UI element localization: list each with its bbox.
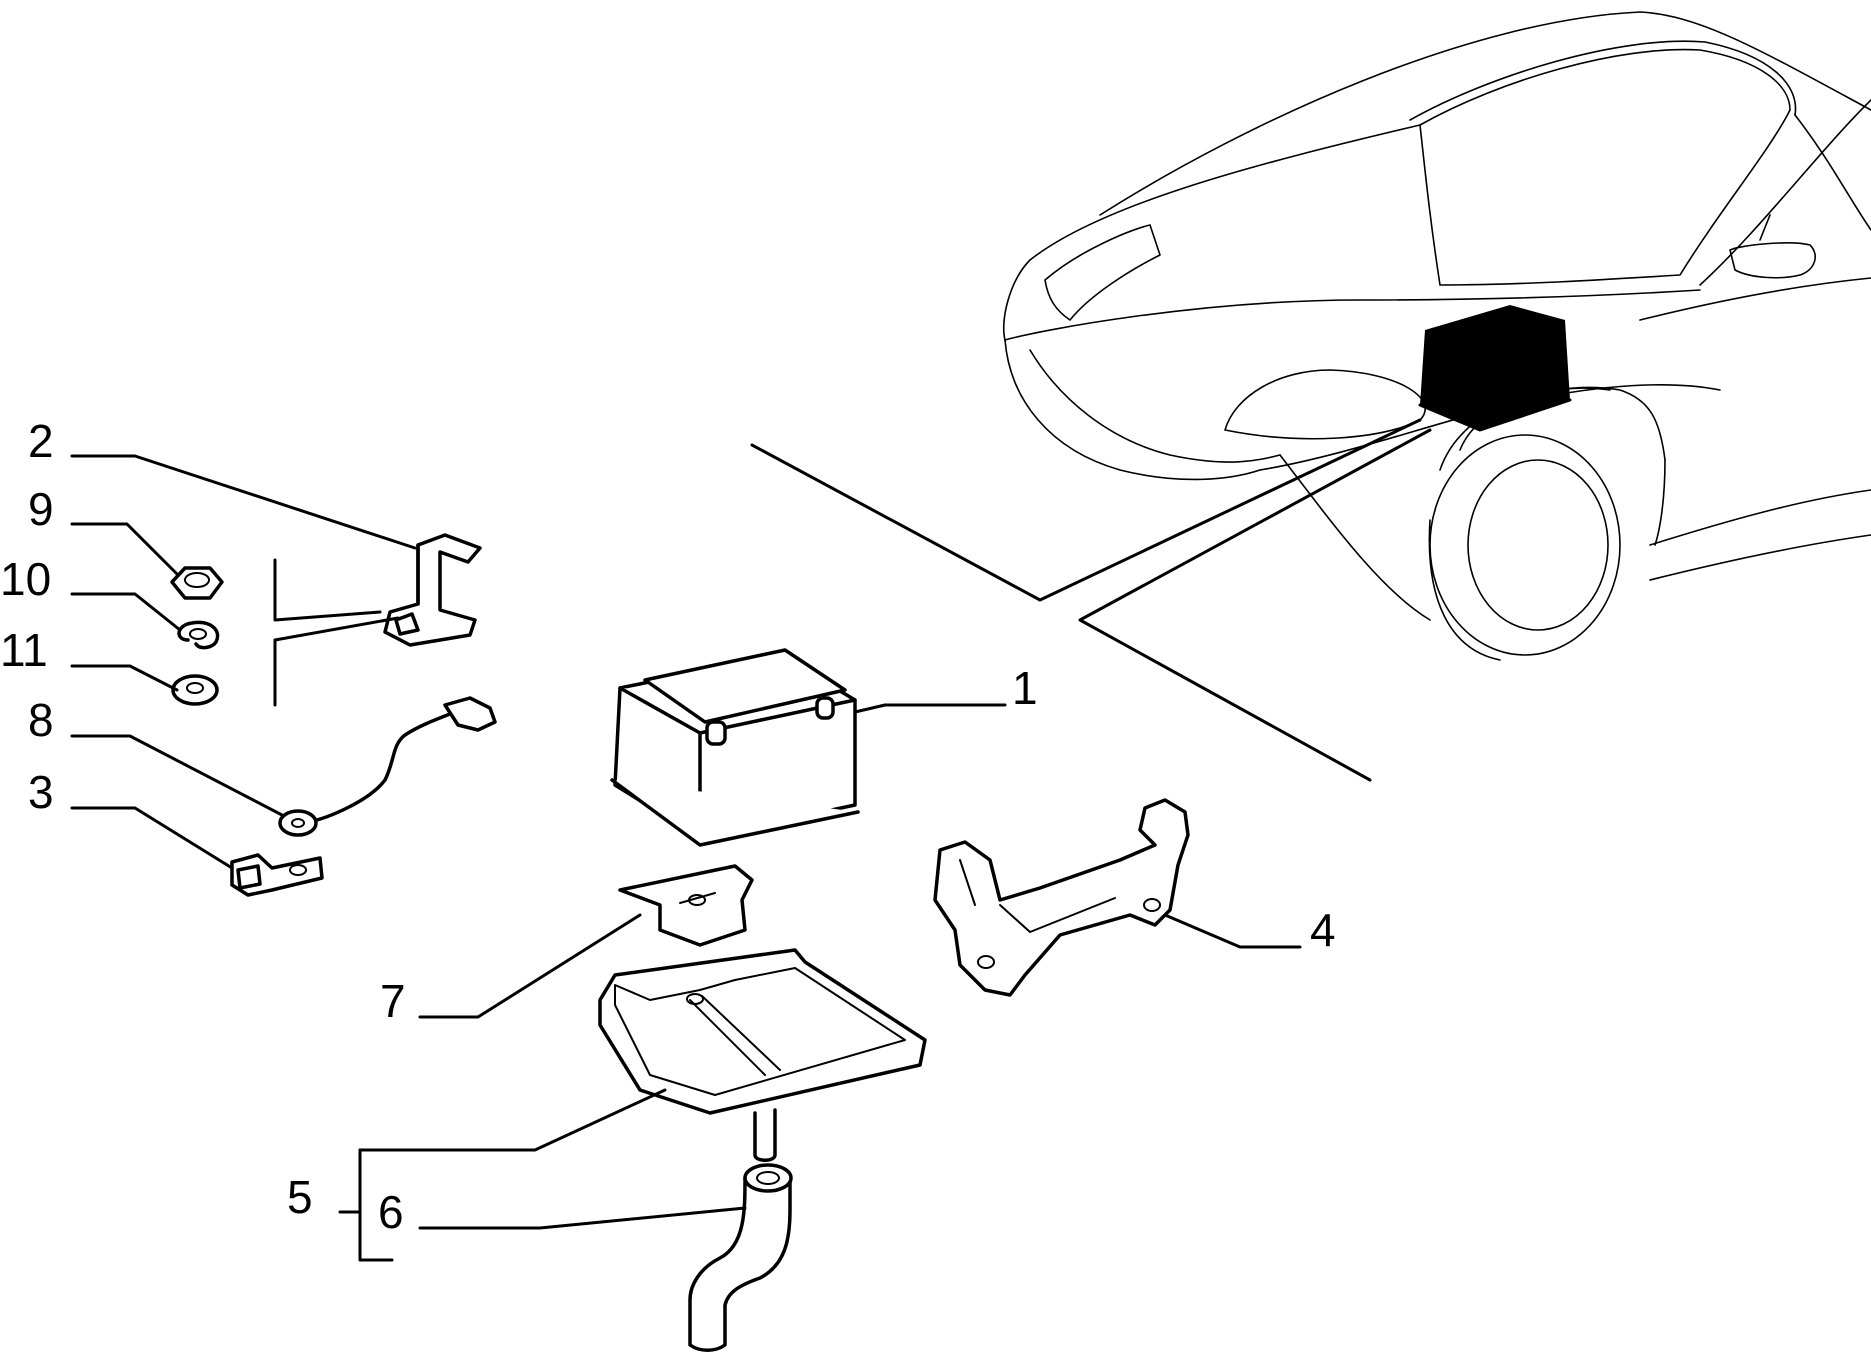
callout-1: 1	[1012, 662, 1038, 714]
flat-washer	[171, 674, 219, 706]
ground-cable	[278, 696, 497, 837]
callout-8: 8	[28, 694, 54, 746]
callout-6: 6	[378, 1186, 404, 1238]
callout-10: 10	[0, 553, 51, 605]
terminal-clamp	[230, 853, 324, 897]
callout-9: 9	[28, 483, 54, 535]
clamp-plate	[618, 864, 754, 947]
nut	[170, 566, 224, 600]
battery-location-marker	[1418, 305, 1572, 432]
callout-7: 7	[380, 975, 406, 1027]
drain-hose	[688, 1163, 793, 1352]
callout-2: 2	[28, 415, 54, 467]
callout-4: 4	[1310, 904, 1336, 956]
battery-tray	[598, 948, 927, 1162]
callout-labels: 1 2 3 4 5 6 7 8 9 10 11	[0, 415, 1336, 1238]
callout-3: 3	[28, 766, 54, 818]
hold-down-bracket	[383, 533, 482, 647]
callout-leaders	[70, 454, 1302, 1262]
callout-5: 5	[287, 1171, 313, 1223]
location-leader-lines	[750, 418, 1432, 782]
group-bracket-lines	[273, 558, 400, 707]
callout-11: 11	[0, 624, 48, 676]
car-outline	[1002, 11, 1871, 661]
spring-washer	[177, 620, 220, 650]
support-bracket	[933, 798, 1190, 997]
battery	[610, 648, 860, 847]
